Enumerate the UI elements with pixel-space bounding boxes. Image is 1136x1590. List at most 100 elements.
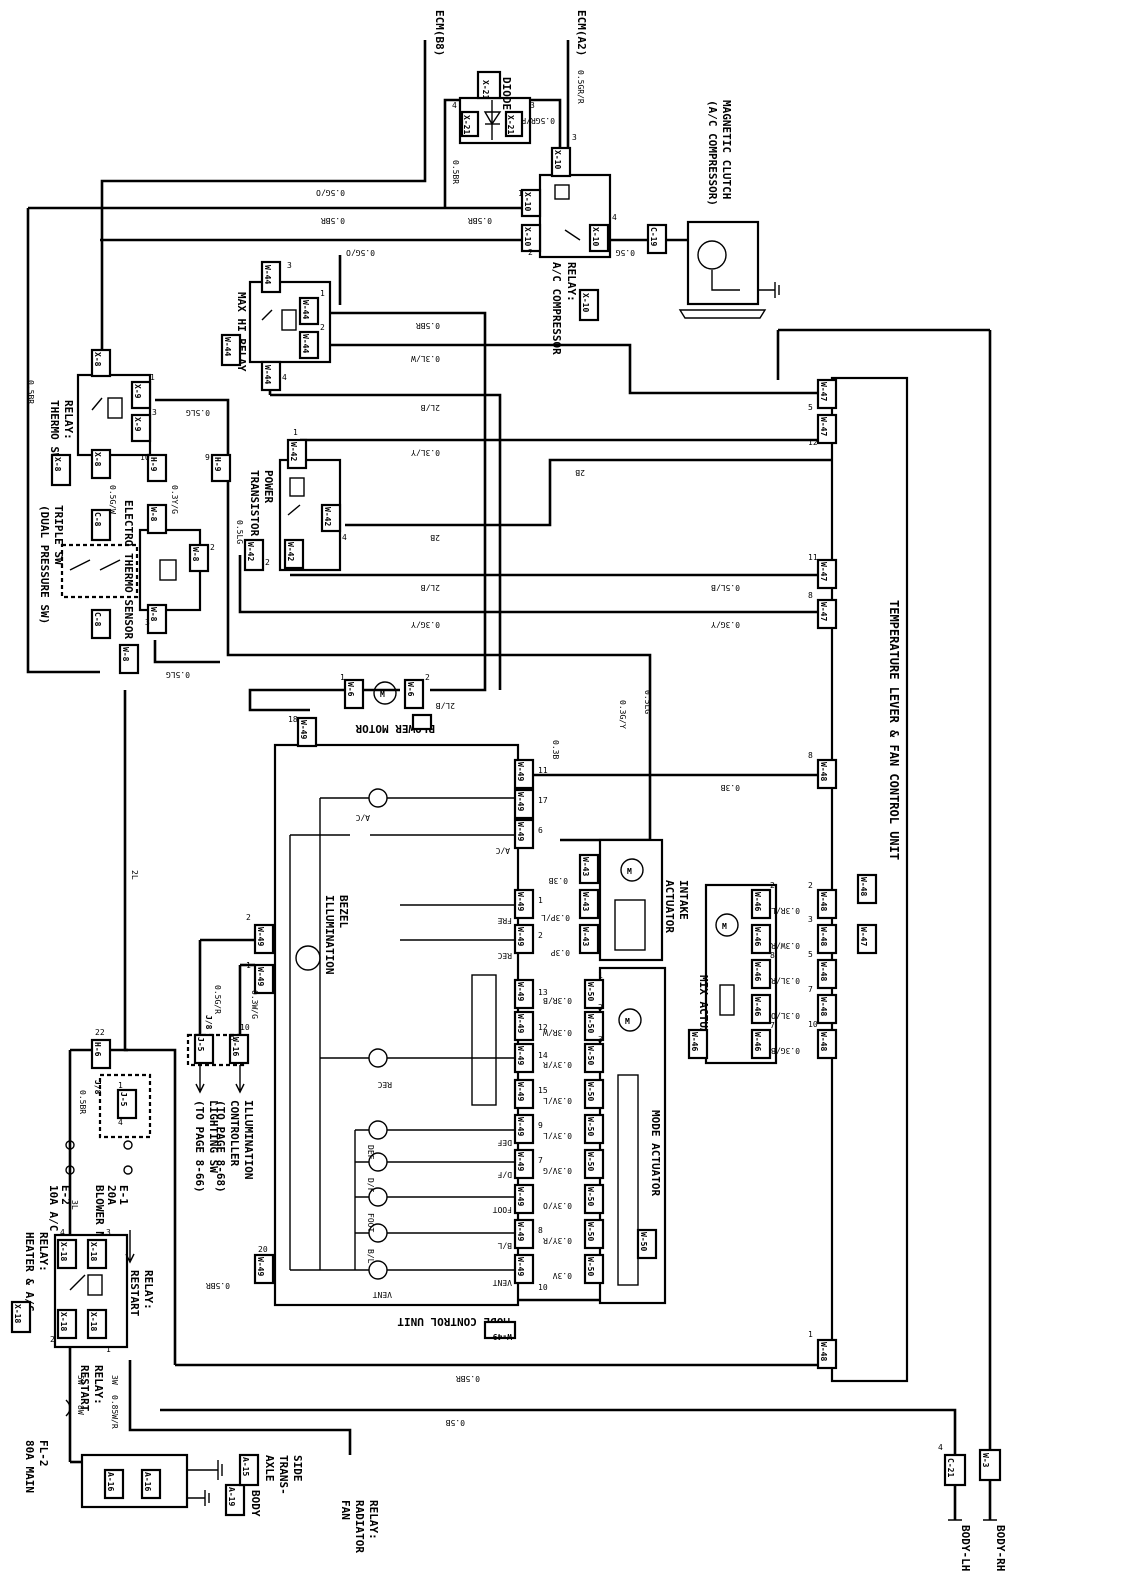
w47-connector-b: W-47: [819, 417, 828, 436]
fuses: [65, 1050, 133, 1240]
svg-text:0.3V/G: 0.3V/G: [543, 1166, 572, 1175]
svg-text:ECM(A2): ECM(A2): [575, 10, 588, 56]
w49-connector-p: W-49: [256, 1257, 265, 1276]
mode-actuator-label: MODE ACTUATOR: [649, 1110, 662, 1196]
svg-text:6: 6: [538, 826, 543, 835]
h9-connector-b: H-9: [213, 457, 222, 472]
w8-connector-a: W-8: [149, 507, 158, 522]
svg-text:0.3Y/O: 0.3Y/O: [543, 1201, 572, 1210]
svg-text:3: 3: [598, 1035, 603, 1044]
svg-text:0.3Y/L: 0.3Y/L: [543, 1131, 572, 1140]
w49-connector-b: W-49: [516, 762, 525, 781]
ac-relay-label-2: A/C COMPRESSOR: [550, 262, 563, 355]
svg-text:0.3P: 0.3P: [551, 948, 570, 957]
w44-connector-d: W-44: [263, 365, 272, 384]
restart-relay-b-label-1: RELAY:: [92, 1365, 105, 1405]
w49-connector-d: W-49: [516, 822, 525, 841]
svg-text:5: 5: [808, 403, 813, 412]
thermo-relay-label-1: RELAY:: [62, 400, 75, 440]
ac-compressor-relay: [520, 146, 612, 259]
trans-label-2: AXLE: [263, 1455, 276, 1482]
body-grounds: [943, 1448, 1002, 1521]
svg-text:8W: 8W: [76, 1405, 85, 1415]
heater-relay-label-2: HEATER & A/C: [23, 1232, 36, 1311]
w49-connector-l: W-49: [516, 1152, 525, 1171]
x10-connector-b: X-10: [523, 192, 532, 211]
w47-connector-a: W-47: [819, 382, 828, 401]
h6-wire: [70, 1048, 177, 1210]
foot-led-label: FOOT: [366, 1213, 375, 1232]
vent-switch-label: VENT: [493, 1278, 512, 1287]
svg-text:5W: 5W: [76, 1375, 85, 1385]
svg-text:3: 3: [145, 618, 150, 627]
c21-connector: C-21: [946, 1458, 955, 1477]
x10-connector-c: X-10: [523, 227, 532, 246]
w8-connector-c: W-8: [191, 547, 200, 562]
w46-tag: W-46: [690, 1032, 699, 1051]
svg-text:4: 4: [118, 1118, 123, 1127]
svg-text:0.3R/B: 0.3R/B: [543, 996, 572, 1005]
svg-text:4: 4: [282, 373, 287, 382]
svg-text:8: 8: [808, 751, 813, 760]
svg-text:0.5LG: 0.5LG: [166, 670, 190, 679]
w49-connector-j: W-49: [516, 1082, 525, 1101]
power-transistor-label-1: POWER: [262, 470, 275, 503]
rec-led-label: REC: [377, 1080, 392, 1089]
svg-text:4: 4: [342, 533, 347, 542]
svg-text:1: 1: [150, 373, 155, 382]
x18-tag: X-18: [13, 1304, 22, 1323]
bl-led-label: B/L: [366, 1249, 375, 1264]
j5-connector-a: J-5: [196, 1037, 205, 1052]
w49-connector-h: W-49: [516, 1014, 525, 1033]
a15-connector: A-16: [143, 1472, 152, 1491]
w50-connector-i: W-50: [586, 1257, 595, 1276]
fl2-label-2: 80A MAIN: [23, 1440, 36, 1493]
svg-text:1: 1: [598, 971, 603, 980]
svg-text:0.3G/Y: 0.3G/Y: [711, 620, 740, 629]
motor-symbol: M: [380, 690, 385, 699]
w49-connector-i: W-49: [516, 1046, 525, 1065]
svg-text:2L/B: 2L/B: [421, 403, 440, 412]
svg-text:0.3Y/R: 0.3Y/R: [543, 1060, 572, 1069]
w50-connector-f: W-50: [586, 1152, 595, 1171]
w46-connector-e: W-46: [753, 1032, 762, 1051]
illum-ctrl-label-2: CONTROLLER: [228, 1100, 241, 1167]
w50-connector-b: W-50: [586, 1014, 595, 1033]
svg-text:12: 12: [808, 438, 818, 447]
pin-numbers: 2 4 3 1 3 1 2 4 1 3 10 9 2 3 1 4 2 1 2 1…: [50, 133, 943, 1452]
fuse-e1-label-2: 20A: [105, 1185, 118, 1205]
svg-text:0.5G/R: 0.5G/R: [213, 985, 222, 1014]
w49-connector-k: W-49: [516, 1117, 525, 1136]
svg-text:4: 4: [938, 1443, 943, 1452]
bl-switch-label: B/L: [497, 1241, 512, 1250]
svg-text:0.3R/L: 0.3R/L: [771, 906, 800, 915]
svg-text:9: 9: [205, 453, 210, 462]
w44-connector-a: W-44: [263, 265, 272, 284]
svg-text:0.3V/L: 0.3V/L: [543, 1096, 572, 1105]
c19-connector: C-19: [649, 227, 658, 246]
body-rh-label: BODY-RH: [994, 1525, 1007, 1571]
svg-text:14: 14: [538, 1051, 548, 1060]
w49-connector-c: W-49: [516, 792, 525, 811]
c8-connector-b: C-8: [93, 612, 102, 627]
svg-text:0.5LG: 0.5LG: [186, 408, 210, 417]
svg-text:7: 7: [538, 1156, 543, 1165]
x8-connector-a: X-8: [93, 352, 102, 367]
svg-text:0.3L/W: 0.3L/W: [411, 354, 440, 363]
w49-connector-e: W-49: [516, 892, 525, 911]
w6-connector-b: W-6: [406, 682, 415, 697]
diode: [458, 70, 532, 145]
w43-connector-a: W-43: [581, 857, 590, 876]
fuse-e1-label-1: E-1: [117, 1185, 130, 1205]
svg-text:1: 1: [538, 896, 543, 905]
ac-led-label: A/C: [355, 813, 370, 822]
svg-text:1: 1: [340, 673, 345, 682]
rad-fan-label-3: FAN: [339, 1500, 352, 1520]
w49-connector-f: W-49: [516, 927, 525, 946]
x21-connector-a: X-21: [462, 115, 471, 134]
svg-text:2: 2: [770, 881, 775, 890]
mode-control-unit: [253, 716, 535, 1307]
pin-label: 4: [452, 101, 457, 110]
svg-text:2: 2: [598, 1003, 603, 1012]
svg-text:8: 8: [538, 1226, 543, 1235]
